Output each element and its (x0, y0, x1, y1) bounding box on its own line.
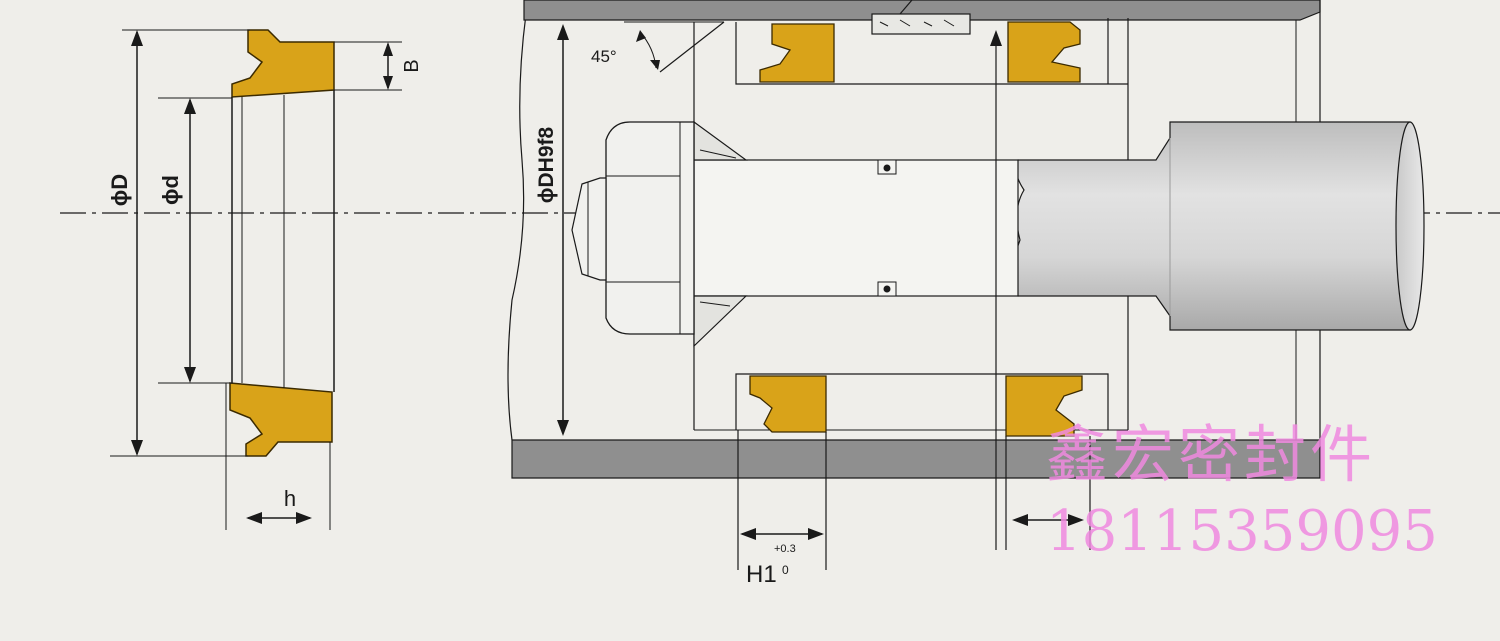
label-chamfer-angle: 45° (591, 47, 617, 66)
seal-profile-bottom (229, 382, 333, 457)
watermark-phone: 18115359095 (1046, 499, 1438, 564)
label-outer-diameter: ϕD (107, 174, 132, 206)
label-groove-width-upper: +0.3 (774, 543, 796, 555)
watermark-company: 鑫宏密封件 (1046, 418, 1376, 491)
seal-profile-top (231, 29, 335, 98)
seal-groove-top-left (759, 23, 835, 83)
piston-rod (1012, 121, 1411, 331)
seal-groove-bottom-left (749, 375, 827, 433)
label-seal-width: B (401, 59, 423, 72)
label-groove-width-lower: 0 (782, 563, 789, 577)
label-groove-width: H1 (746, 561, 777, 588)
seal-groove-bottom-right (1005, 375, 1083, 437)
label-seal-height: h (284, 486, 296, 511)
label-inner-diameter: ϕd (158, 175, 183, 205)
wear-ring-top (871, 13, 971, 35)
barrel-wall-top (523, 0, 1321, 21)
cylinder-assembly: 45° (507, 0, 1425, 588)
piston-nut (605, 121, 695, 335)
label-bore-diameter: ϕDH9f8 (535, 126, 558, 203)
seal-groove-top-right (1007, 21, 1081, 83)
seal-detail-view: ϕD ϕd B h (107, 29, 423, 530)
